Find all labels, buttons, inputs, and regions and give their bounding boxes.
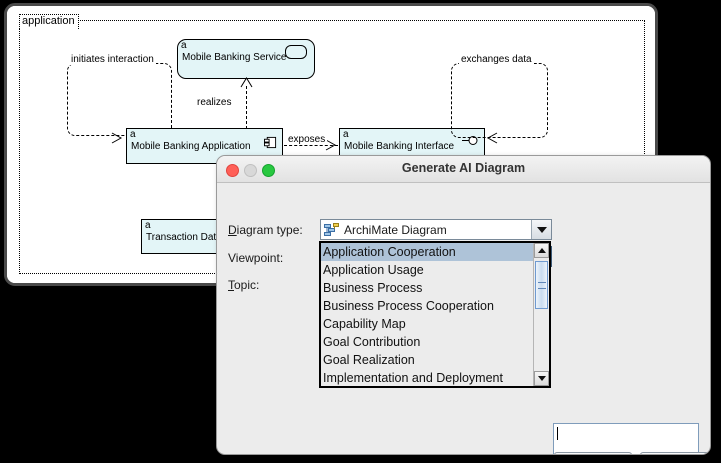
dialog-title: Generate AI Diagram xyxy=(401,161,526,175)
scroll-down-arrow-icon[interactable] xyxy=(534,371,549,386)
application-group-label: application xyxy=(19,14,79,29)
element-mobile-banking-service[interactable]: a Mobile Banking Service xyxy=(177,39,315,79)
topic-textarea[interactable] xyxy=(553,423,699,454)
realizes-arrowhead xyxy=(240,77,253,88)
diagram-type-mnemonic: D xyxy=(228,223,237,237)
minimize-traffic-light-icon[interactable] xyxy=(244,164,257,177)
element-stereotype: a xyxy=(343,129,349,140)
scroll-up-arrow-icon[interactable] xyxy=(534,243,549,258)
initiates-interaction-relation-box[interactable] xyxy=(67,63,172,136)
maximize-traffic-light-icon[interactable] xyxy=(262,164,275,177)
element-name: Mobile Banking Interface xyxy=(344,141,455,152)
element-name: Mobile Banking Service xyxy=(182,52,287,63)
diagram-type-combobox[interactable]: ArchiMate Diagram xyxy=(320,219,552,240)
viewpoint-label: Viewpoint: xyxy=(228,251,284,265)
relation-label-exchanges-data: exchanges data xyxy=(459,54,534,65)
archimate-diagram-icon xyxy=(324,222,340,237)
component-icon xyxy=(264,136,277,149)
close-traffic-light-icon[interactable] xyxy=(226,164,239,177)
diagram-type-label-text: iagram type: xyxy=(236,223,303,237)
element-name: Mobile Banking Application xyxy=(131,141,251,152)
relation-label-exposes: exposes xyxy=(286,134,328,145)
element-stereotype: a xyxy=(130,129,136,140)
interface-lollipop-icon xyxy=(462,136,478,145)
relation-label-initiates-interaction: initiates interaction xyxy=(69,54,156,65)
viewpoint-option[interactable]: Implementation and Deployment xyxy=(323,371,503,385)
viewpoint-option[interactable]: Application Usage xyxy=(323,263,424,277)
text-caret xyxy=(557,427,558,440)
viewpoint-option[interactable]: Business Process xyxy=(323,281,423,295)
relation-label-realizes: realizes xyxy=(195,97,234,108)
topic-label-text: opic: xyxy=(234,278,260,292)
realizes-relation-line[interactable] xyxy=(246,86,247,134)
exchanges-data-arrowhead xyxy=(486,132,498,144)
diagram-type-chevron-down-icon[interactable] xyxy=(531,220,551,239)
viewpoint-option[interactable]: Goal Contribution xyxy=(323,335,421,349)
exposes-arrowhead xyxy=(325,139,337,151)
topic-label: Topic: xyxy=(228,278,259,292)
service-oval-icon xyxy=(285,45,307,59)
diagram-type-label: Diagram type: xyxy=(228,223,303,237)
viewpoint-option[interactable]: Capability Map xyxy=(323,317,406,331)
dialog-titlebar[interactable]: Generate AI Diagram xyxy=(217,156,710,183)
viewpoint-option[interactable]: Application Cooperation xyxy=(321,243,533,261)
ok-button[interactable]: OK xyxy=(554,452,632,454)
scrollbar-thumb[interactable] xyxy=(535,261,548,309)
viewpoint-option[interactable]: Goal Realization xyxy=(323,353,415,367)
cancel-button[interactable]: Cancel xyxy=(640,452,710,454)
element-stereotype: a xyxy=(181,40,187,51)
viewpoint-dropdown-scrollbar[interactable] xyxy=(533,243,549,386)
viewpoint-option[interactable]: Business Process Cooperation xyxy=(323,299,494,313)
initiates-interaction-arrowhead xyxy=(111,132,123,144)
element-stereotype: a xyxy=(145,220,151,231)
element-name: Transaction Data xyxy=(146,232,222,243)
topic-mnemonic: T xyxy=(228,278,234,292)
exchanges-data-relation-box[interactable] xyxy=(451,63,548,138)
exposes-relation-line[interactable] xyxy=(284,145,338,146)
diagram-type-value: ArchiMate Diagram xyxy=(344,222,447,237)
